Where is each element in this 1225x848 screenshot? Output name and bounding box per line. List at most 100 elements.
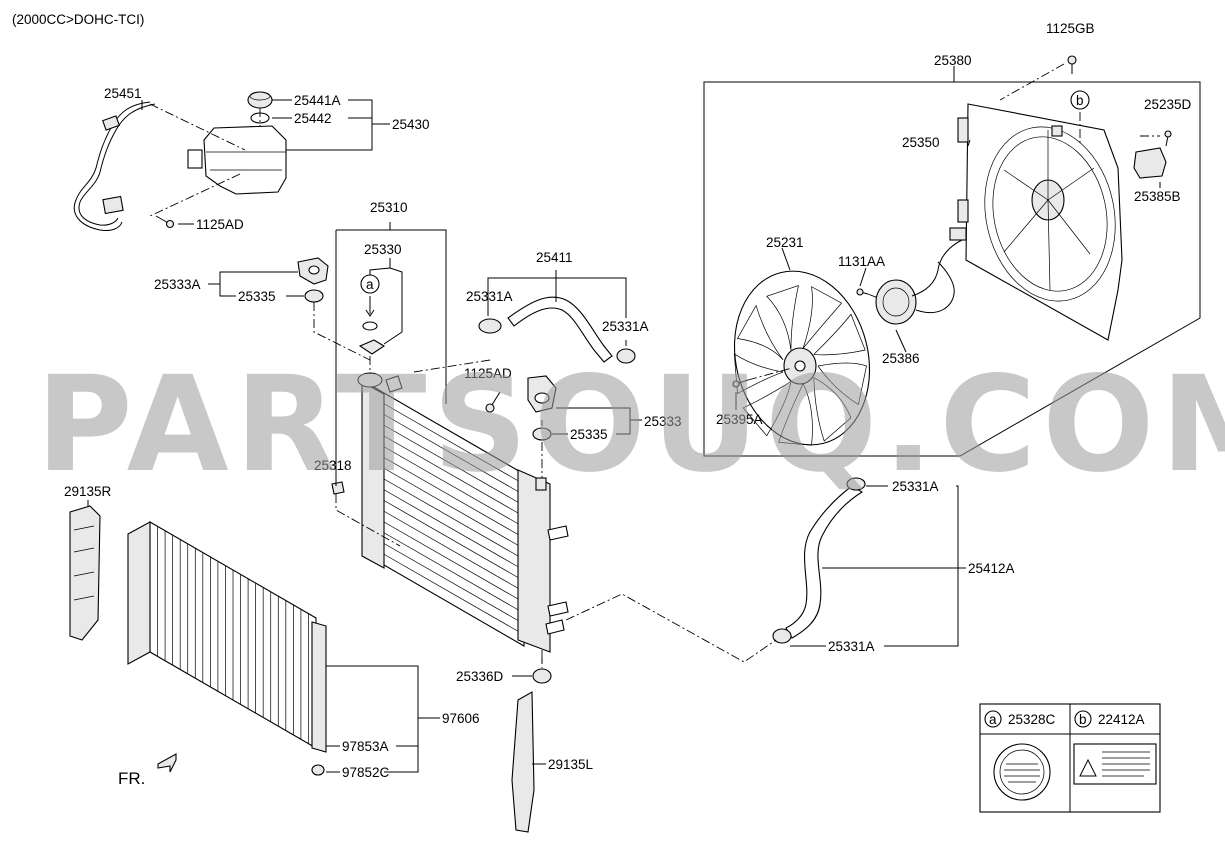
callout-25310: 25310 [370,200,408,215]
radiator-fin-line [383,457,519,535]
radiator-fin-line [383,489,519,568]
side-pipe-upper [547,525,569,541]
hose-clip-icon [102,115,120,131]
radiator-fin-line [383,403,519,482]
engine-spec-header: (2000CC>DOHC-TCI) [12,12,144,27]
legend-a-label-icon [993,743,1051,801]
screw-icon [1164,130,1172,138]
air-guard-left [511,691,535,833]
insulator-right-icon [532,427,552,441]
callout-25331A-d: 25331A [828,639,875,654]
fan-group [732,55,1172,446]
blade-nut-icon [732,380,740,388]
cap-o-ring-icon [362,321,378,331]
motor-connector-icon [949,227,967,241]
hose-clamp-b-icon [616,348,636,364]
callout-25333: 25333 [644,414,682,429]
radiator-fin-line [383,467,519,546]
fan-assembly-box [703,81,1201,457]
bolt-mid-icon [485,403,495,413]
front-label: FR. [118,769,145,788]
legend-box: a 25328C b 22412A [979,703,1161,813]
hose-clamp-a-icon [478,318,502,334]
callout-25235D: 25235D [1144,97,1192,112]
lower-insulator-icon [532,668,552,684]
callout-25395A: 25395A [716,412,763,427]
callout-25331A-a: 25331A [466,289,513,304]
fan-shroud [965,103,1123,341]
fan-blade-vane [813,313,866,356]
tank-mount-bracket [187,149,203,169]
drier-plug-icon [311,764,325,776]
fan-blade-vane [766,284,799,351]
fan-blade-vane [778,383,813,446]
callout-25441A: 25441A [294,93,341,108]
drain-plug-icon [331,481,345,495]
reservoir-group [73,91,390,231]
upper-radiator-hose [507,296,613,363]
callout-25412A: 25412A [968,561,1015,576]
callout-25335-right: 25335 [570,427,608,442]
fan-blade-vane [742,381,792,437]
callout-29135R: 29135R [64,484,112,499]
fan-blade-vane [817,362,867,406]
radiator-fin-line [383,553,519,632]
callout-25411: 25411 [536,250,573,265]
marker-a: a [360,274,380,294]
callout-25231: 25231 [766,235,804,250]
legend-a-part: 25328C [1008,712,1056,727]
radiator-fin-line [383,435,519,514]
insulator-left-icon [304,289,324,303]
callout-25331A-c: 25331A [892,479,939,494]
top-bolt-icon [1067,55,1077,65]
callout-25451: 25451 [104,86,142,101]
callout-25331A-b: 25331A [602,319,649,334]
fan-blade-vane [813,377,852,442]
callout-25318: 25318 [314,458,352,473]
radiator-fin-line [383,500,519,578]
callout-1131AA: 1131AA [838,254,885,269]
callout-97853A: 97853A [342,739,389,754]
callout-29135L: 29135L [548,757,594,772]
watermark: PARTSOUQ.COM [36,348,1225,502]
hose-clamp-d-icon [772,628,792,644]
radiator-fin-line [383,424,519,503]
radiator-left-tank [361,381,385,569]
callout-25442: 25442 [294,111,332,126]
fan-blade-vane [733,353,784,395]
fan-resistor-icon [1133,147,1167,179]
radiator-fin-line [383,532,519,611]
fan-blade-vane [802,286,843,349]
callout-25385B: 25385B [1134,189,1181,204]
callout-25430: 25430 [392,117,430,132]
air-guard-right [69,505,101,641]
callout-25336D: 25336D [456,669,504,684]
radiator-group [208,222,642,684]
svg-text:a: a [366,277,374,292]
front-direction-arrow-icon [157,753,177,773]
hose-clamp-c-icon [846,477,866,491]
fan-blade-vane [736,304,784,361]
callout-25333A: 25333A [154,277,201,292]
side-pipe-lower [547,601,569,617]
radiator-fin-line [383,521,519,600]
legend-b-marker: b [1079,712,1087,727]
radiator-fin-line [383,414,519,492]
condenser-group [127,521,440,776]
callout-1125AD-mid: 1125AD [464,366,512,381]
svg-text:b: b [1076,93,1084,108]
radiator-fin-line [383,510,519,589]
receiver-drier [311,621,327,753]
motor-screw-icon [856,288,864,296]
callout-25335-left: 25335 [238,289,276,304]
callout-97606: 97606 [442,711,480,726]
upper-hose-group [478,270,636,364]
callout-25386: 25386 [882,351,920,366]
callout-97852C: 97852C [342,765,390,780]
lower-hose-group [565,477,966,663]
callout-1125AD-top: 1125AD [196,217,244,232]
legend-a-marker: a [989,712,997,727]
lower-outlet-pipe [545,619,565,635]
fan-motor [875,279,917,325]
callout-25380: 25380 [934,53,972,68]
